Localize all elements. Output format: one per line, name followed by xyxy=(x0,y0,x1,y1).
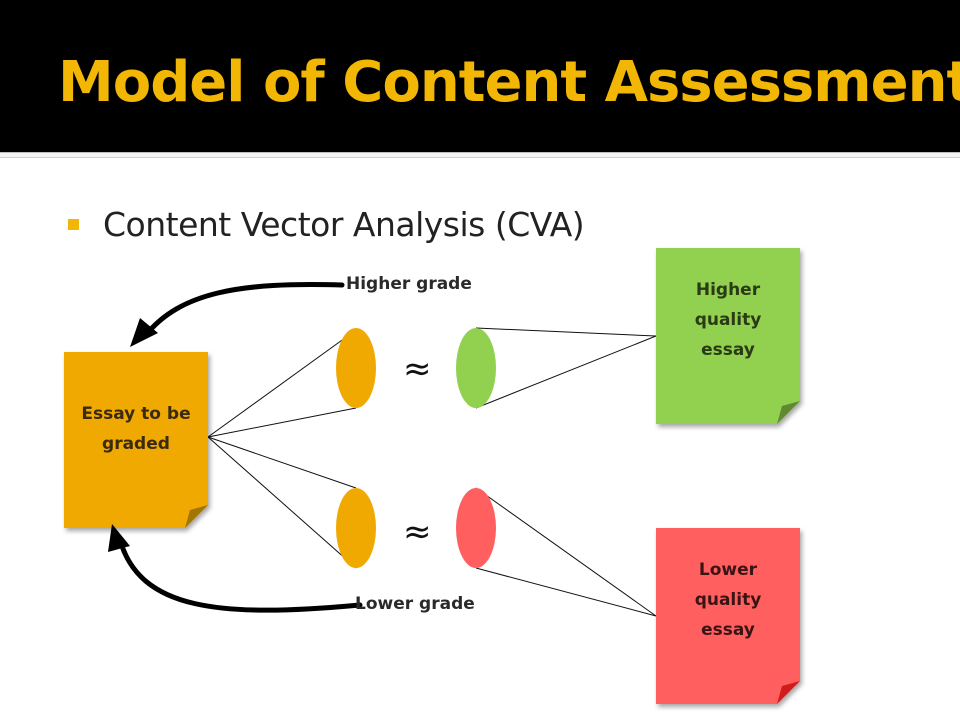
header-divider xyxy=(0,152,960,158)
square-bullet-icon xyxy=(68,219,79,230)
higher-document-shape xyxy=(656,248,800,424)
connector-lines xyxy=(207,327,657,617)
approx-equal-icon: ≈ xyxy=(403,512,432,552)
connector-line xyxy=(207,329,357,438)
connector-line xyxy=(207,436,357,569)
grade-arrows xyxy=(117,282,363,613)
essay-doc-text: Essay to be graded xyxy=(81,404,191,454)
connector-line xyxy=(475,327,657,337)
lower-vector xyxy=(456,488,496,568)
bullet-item: Content Vector Analysis (CVA) xyxy=(68,205,585,244)
essay-document-shape xyxy=(64,352,208,528)
connector-line xyxy=(475,487,657,617)
lower-doc-text: Lower quality essay xyxy=(694,560,762,640)
essay-vector-bottom xyxy=(336,488,376,568)
higher-vector xyxy=(456,328,496,408)
connector-line xyxy=(475,567,657,617)
slide-header: Model of Content Assessment xyxy=(0,0,960,152)
connector-line xyxy=(475,335,657,409)
essay-vector-top xyxy=(336,328,376,408)
essay-to-be-graded-label: Essay to be graded xyxy=(64,352,208,528)
higher-grade-label: Higher grade xyxy=(346,274,472,294)
lower-grade-arrow xyxy=(117,537,363,613)
slide-title: Model of Content Assessment xyxy=(58,50,960,115)
higher-grade-arrow xyxy=(142,282,345,339)
connector-line xyxy=(207,436,357,489)
lower-arrowhead-icon xyxy=(108,524,130,552)
higher-quality-essay-label: Higher quality essay xyxy=(656,248,800,424)
higher-doc-text: Higher quality essay xyxy=(694,280,762,360)
higher-arrowhead-icon xyxy=(130,318,158,347)
lower-grade-label: Lower grade xyxy=(355,594,475,614)
lower-document-shape xyxy=(656,528,800,704)
bullet-text: Content Vector Analysis (CVA) xyxy=(103,205,585,244)
approx-equal-icon: ≈ xyxy=(403,349,432,389)
lower-quality-essay-label: Lower quality essay xyxy=(656,528,800,704)
connector-line xyxy=(207,407,357,438)
